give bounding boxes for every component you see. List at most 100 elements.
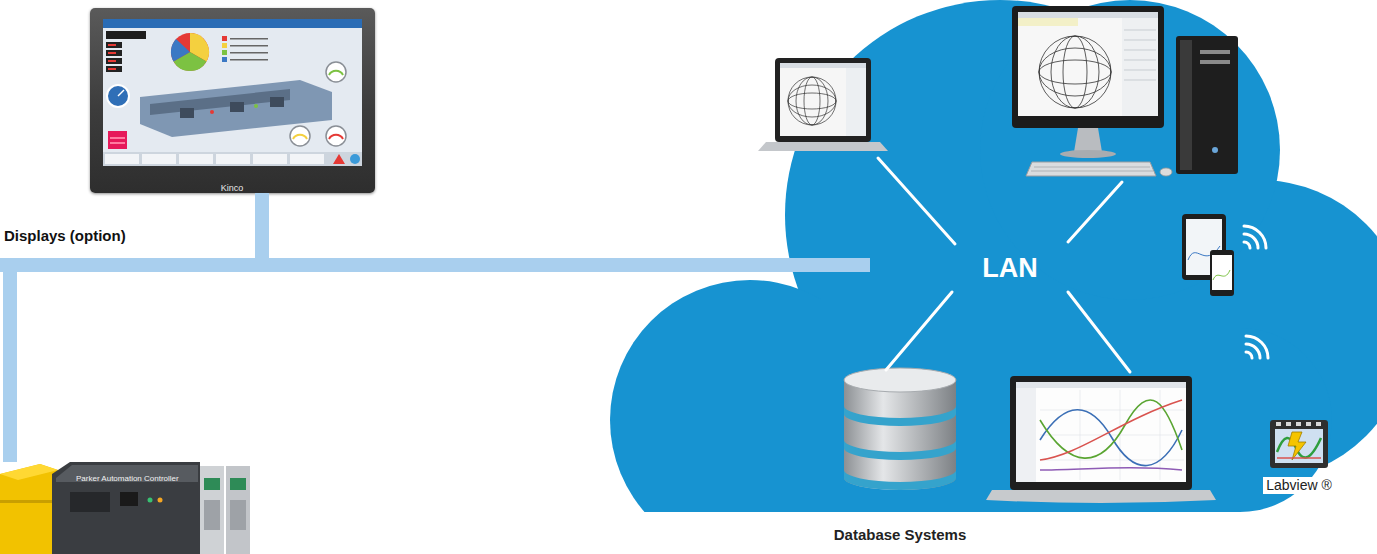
product-label-holder: Parker Automation Controller (76, 467, 179, 485)
laptop-computer-part-part (788, 85, 836, 117)
mobile-devices-part (1188, 246, 1220, 260)
laptop-computer-part (775, 58, 871, 142)
database-symbol: Database Systems (840, 366, 960, 494)
film-hole (1286, 422, 1291, 426)
cylinder-top (844, 368, 956, 392)
mobile-devices-part (1182, 214, 1226, 280)
mobile-devices-part (1210, 250, 1234, 296)
hmi-screen-part (230, 38, 268, 40)
hmi-screen-part (230, 45, 268, 47)
device-label: Database Systems (834, 526, 967, 544)
hmi-screen-part (210, 110, 214, 114)
hmi-screen-part (326, 126, 346, 146)
plc-picture-part (148, 498, 153, 503)
hmi-screen-part (106, 31, 146, 39)
hmi-screen-part (230, 59, 268, 61)
device-label-holder: Database Systems (834, 526, 967, 544)
laptop-computer-part-part (1040, 410, 1182, 466)
hmi-screen-part (108, 44, 116, 46)
desktop-computer-part (1026, 162, 1156, 176)
plc-picture-part (52, 462, 200, 554)
film-hole (1276, 422, 1281, 426)
desktop-computer-part-part (1063, 36, 1087, 108)
plc-picture (0, 462, 250, 554)
hmi-screen-part (106, 58, 122, 64)
brand-label-holder: Kinco (221, 177, 244, 195)
network-label-holder: LAN (982, 252, 1038, 284)
laptop-computer-part-part (804, 77, 820, 125)
hmi-screen-part (108, 52, 116, 54)
hmi-screen-part (118, 90, 124, 96)
icon-bolt (1288, 432, 1306, 460)
lan-spokes-part (1068, 292, 1130, 372)
labview-icon (1268, 416, 1330, 472)
icon-axis (1277, 457, 1321, 459)
desktop-computer-part (1176, 36, 1238, 174)
laptop-computer-part (1016, 382, 1186, 388)
desktop-computer-part (1124, 30, 1156, 80)
film-hole (1296, 422, 1301, 426)
hmi-screen-part (222, 57, 227, 62)
laptop-computer (986, 376, 1216, 503)
hmi-screen-part (142, 154, 176, 164)
hmi-screen-part (110, 142, 125, 144)
bus-line-stub (0, 258, 17, 272)
desktop-computer-part-part (1124, 80, 1156, 81)
mobile-devices-part (1212, 255, 1232, 290)
hmi-screen-part (222, 50, 227, 55)
plc-picture-part (200, 466, 224, 554)
desktop-computer-part (1018, 12, 1158, 18)
laptop-computer-part (780, 63, 866, 68)
desktop-computer-part-part (1039, 36, 1111, 108)
laptop-computer-part (1010, 376, 1192, 490)
hmi-screen-part (179, 154, 213, 164)
cylinder-band (844, 406, 956, 426)
laptop-computer-part-part (1040, 460, 1184, 461)
mobile-devices (1182, 214, 1234, 296)
laptop-computer-part-part (1040, 468, 1182, 470)
cylinder-band (844, 440, 956, 460)
wireless-symbol-part (1246, 336, 1268, 358)
brand-label: Kinco (221, 183, 244, 194)
network-label: LAN (982, 252, 1038, 284)
hmi-screen-part (253, 154, 287, 164)
hmi-screen-part (103, 19, 362, 166)
hmi-screen-part (106, 50, 122, 56)
lan-spokes-part (878, 158, 955, 244)
cloud-lobe (750, 300, 1240, 512)
hmi-screen-part (350, 154, 360, 164)
hmi-screen-part (106, 42, 122, 48)
desktop-computer-part-part (1124, 40, 1156, 41)
desktop-computer-part (1074, 128, 1102, 152)
desktop-computer-part-part (1051, 36, 1099, 108)
desktop-computer-part (1122, 18, 1158, 116)
hmi-screen-part (105, 154, 139, 164)
hmi-screen-part (222, 36, 227, 41)
hmi-screen-part (270, 97, 284, 107)
plc-picture-part (230, 478, 246, 490)
hmi-screen-part (230, 52, 268, 54)
plc-picture-part (56, 465, 198, 482)
hmi-screen (103, 19, 362, 166)
laptop-computer-part (758, 142, 888, 151)
cylinder-body (844, 380, 956, 490)
device-label-holder: Displays (option) (4, 227, 126, 245)
laptop-computer-part (986, 490, 1216, 503)
laptop-computer-part (780, 63, 866, 136)
desktop-computer-part (1034, 167, 1150, 168)
plc-picture-part (70, 492, 110, 512)
cloud-lobe (980, 0, 1280, 300)
hmi-screen-part (190, 33, 209, 62)
plc-picture-part (226, 466, 250, 554)
hmi-screen-part (106, 66, 122, 72)
cloud-fill (610, 0, 1377, 512)
lan-spokes-part (1068, 182, 1122, 242)
software-icon: Labview ® (1268, 416, 1330, 472)
hmi-screen-part (108, 131, 127, 149)
icon-frame (1270, 420, 1328, 468)
hmi-screen-part (171, 33, 209, 71)
